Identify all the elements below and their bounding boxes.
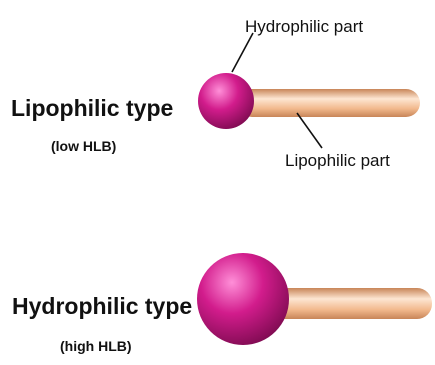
lipophilic-part-leader <box>297 113 322 148</box>
hydrophilic-type-title: Hydrophilic type <box>12 293 192 319</box>
lipophilic-tail <box>238 89 420 117</box>
lipophilic-part-label: Lipophilic part <box>285 151 390 170</box>
lipophilic-type-subtitle: (low HLB) <box>51 138 116 154</box>
hydrophilic-type-subtitle: (high HLB) <box>60 338 132 354</box>
hydrophilic-molecule <box>197 253 432 345</box>
hydrophilic-part-label: Hydrophilic part <box>245 17 363 36</box>
lipophilic-molecule <box>198 73 420 129</box>
hydrophilic-part-leader <box>232 33 253 72</box>
lipophilic-type-title: Lipophilic type <box>11 95 173 121</box>
hydrophilic-head <box>197 253 289 345</box>
lipophilic-head <box>198 73 254 129</box>
